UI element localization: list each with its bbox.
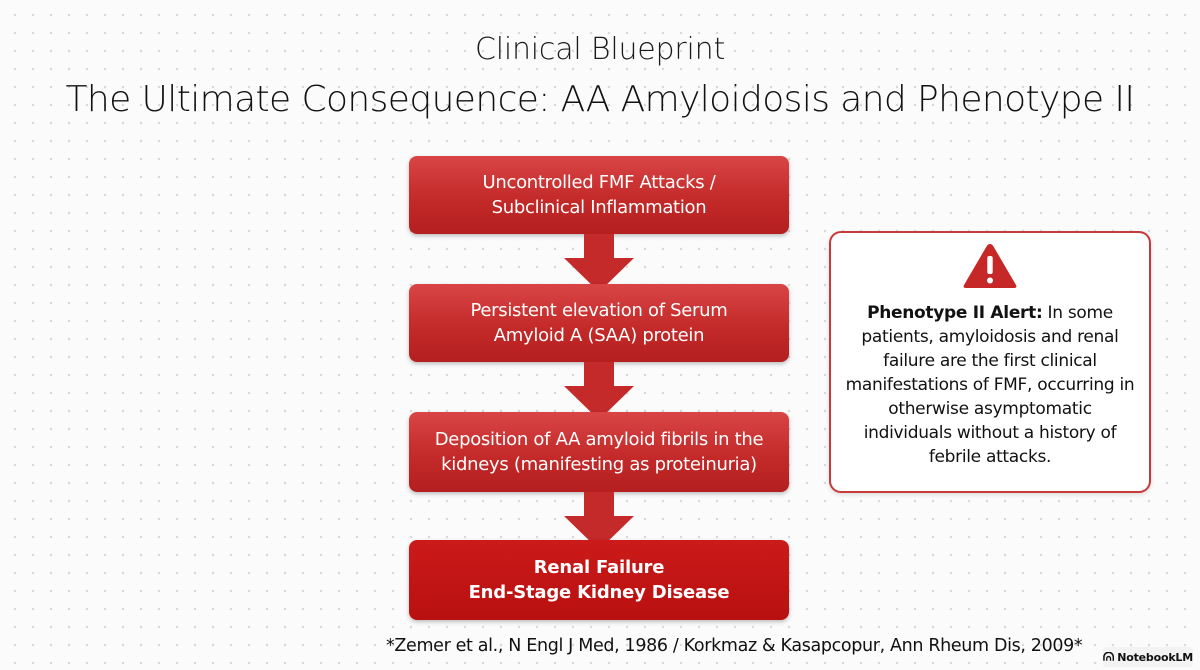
citation: *Zemer et al., N Engl J Med, 1986 / Kork… — [386, 636, 1083, 656]
down-arrow-icon — [564, 362, 634, 420]
slide-title: The Ultimate Consequence: AA Amyloidosis… — [65, 79, 1135, 120]
alert-text: Phenotype II Alert: In some patients, am… — [831, 291, 1149, 469]
slide-subtitle: Clinical Blueprint — [474, 32, 726, 67]
alert-body: In some patients, amyloidosis and renal … — [845, 303, 1135, 467]
flow-step-text: Renal Failure — [533, 557, 665, 578]
notebooklm-badge: NotebookLM — [1103, 647, 1193, 667]
phenotype-alert-box: Phenotype II Alert: In some patients, am… — [829, 231, 1151, 493]
badge-label: NotebookLM — [1117, 650, 1193, 664]
flow-step-text: Subclinical Inflammation — [491, 197, 707, 218]
down-arrow-icon — [564, 234, 634, 292]
notebooklm-logo-icon — [1103, 652, 1115, 661]
flow-step-text: Deposition of AA amyloid fibrils in the — [434, 429, 764, 450]
flow-step-deposition: Deposition of AA amyloid fibrils in the … — [409, 412, 789, 492]
down-arrow-icon — [564, 492, 634, 550]
flow-step-renal-failure: Renal Failure End-Stage Kidney Disease — [409, 540, 789, 620]
flow-step-text: Amyloid A (SAA) protein — [493, 325, 705, 346]
flow-step-text: kidneys (manifesting as proteinuria) — [441, 454, 757, 475]
flow-step-text: Uncontrolled FMF Attacks / — [482, 172, 716, 193]
flow-step-text: End-Stage Kidney Disease — [468, 582, 730, 603]
flow-step-inflammation: Uncontrolled FMF Attacks / Subclinical I… — [409, 156, 789, 234]
header: Clinical Blueprint The Ultimate Conseque… — [0, 28, 1200, 126]
flow-step-saa: Persistent elevation of Serum Amyloid A … — [409, 284, 789, 362]
flow-step-text: Persistent elevation of Serum — [470, 300, 728, 321]
alert-lead: Phenotype II Alert: — [867, 303, 1043, 323]
warning-triangle-icon — [963, 244, 1017, 288]
